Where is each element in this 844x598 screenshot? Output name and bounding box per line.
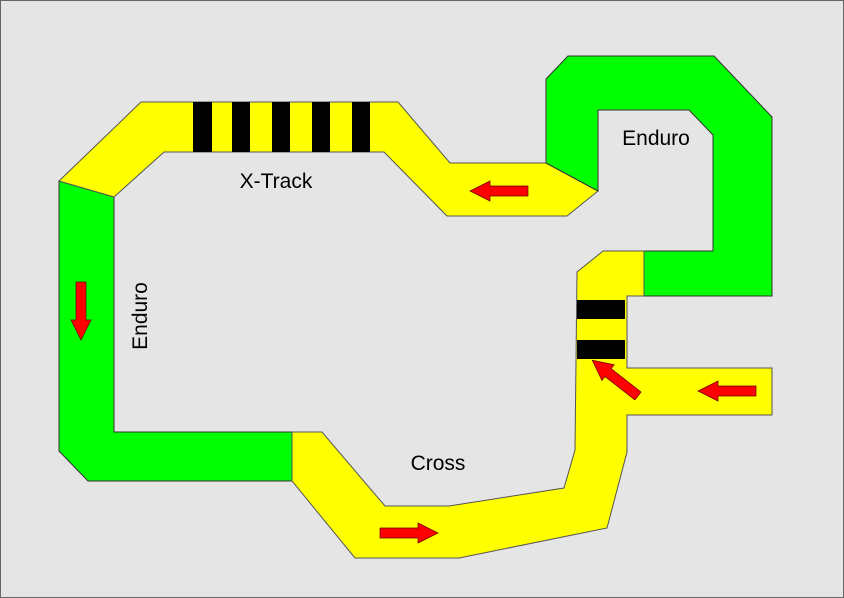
stripe — [312, 102, 330, 152]
enduro-top-label: Enduro — [622, 127, 690, 150]
stripe — [577, 300, 625, 319]
enduro-left-label: Enduro — [129, 282, 152, 350]
stripe — [232, 102, 250, 152]
direction-arrow-top — [469, 180, 529, 202]
stripe — [352, 102, 370, 152]
direction-arrow-right — [697, 380, 757, 402]
xtrack-stripes — [193, 102, 370, 152]
stripe — [272, 102, 290, 152]
stripe — [193, 102, 212, 152]
direction-arrow-diagonal — [591, 359, 642, 401]
xtrack-label: X-Track — [240, 170, 313, 193]
cross-section — [291, 250, 773, 559]
direction-arrow-left — [70, 281, 92, 341]
direction-arrow-bottom — [379, 522, 439, 544]
stripe — [577, 340, 625, 359]
cross-stripes — [577, 300, 625, 359]
cross-label: Cross — [411, 452, 466, 475]
